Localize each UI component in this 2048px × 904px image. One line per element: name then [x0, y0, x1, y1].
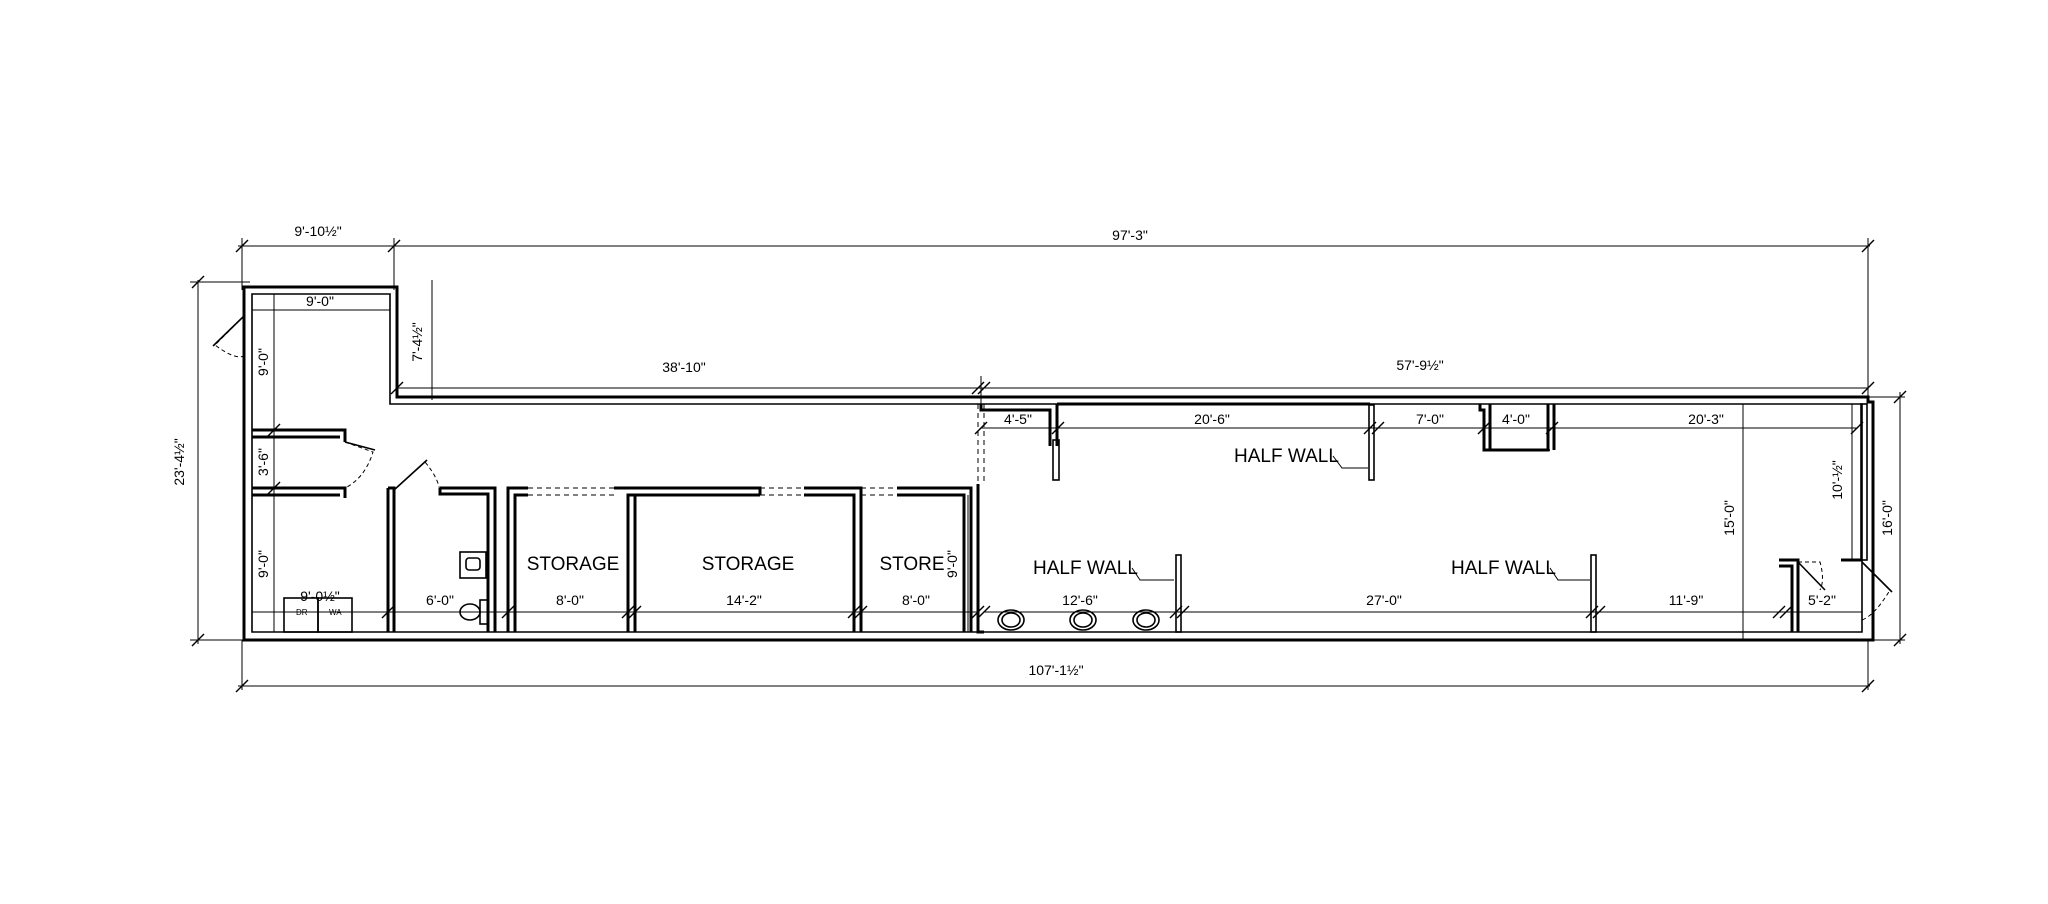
dimension-labels: 9'-10½" 97'-3" 9'-0" 7'-4½" 38'-10" 57'-…	[171, 223, 1895, 678]
room-labels: STORAGE STORAGE STORE	[527, 554, 945, 575]
sink	[459, 551, 487, 579]
dim-room1-width: 9'-0"	[306, 293, 334, 309]
basins	[997, 609, 1160, 631]
dim-corridor-height: 7'-4½"	[409, 322, 425, 362]
dimension-ticks	[191, 239, 1907, 693]
room-storage-1: STORAGE	[527, 554, 620, 575]
dim-right-door-height: 10'-½"	[1829, 460, 1845, 500]
dim-storage1-width: 8'-0"	[556, 592, 584, 608]
interior-walls	[252, 402, 1862, 634]
dim-closet-height: 3'-6"	[255, 448, 271, 476]
dim-store-width: 8'-0"	[902, 592, 930, 608]
dim-store-height: 9'-0"	[944, 550, 960, 578]
dim-bath-width: 6'-0"	[426, 592, 454, 608]
dim-bottom-overall: 107'-1½"	[1028, 662, 1083, 678]
dim-upper-seg-1: 4'-5"	[1004, 411, 1032, 427]
dim-upper-seg-3: 7'-0"	[1416, 411, 1444, 427]
dim-upper-seg-5: 20'-3"	[1688, 411, 1724, 427]
dimension-lines	[190, 238, 1905, 690]
note-half-wall-3: HALF WALL	[1451, 558, 1556, 579]
dim-storage2-width: 14'-2"	[726, 592, 762, 608]
dim-upper-seg-2: 20'-6"	[1194, 411, 1230, 427]
dim-lower-seg-4: 5'-2"	[1808, 592, 1836, 608]
dim-right-overall-height: 16'-0"	[1879, 500, 1895, 536]
dim-room1-height: 9'-0"	[255, 348, 271, 376]
doors	[212, 315, 1893, 621]
dim-lower-seg-1: 12'-6"	[1062, 592, 1098, 608]
dim-overall-height: 23'-4½"	[171, 438, 187, 485]
room-storage-2: STORAGE	[702, 554, 795, 575]
dim-right-inner-height: 15'-0"	[1721, 500, 1737, 536]
dim-room2-height: 9'-0"	[255, 550, 271, 578]
dim-right-wing-length: 57'-9½"	[1396, 357, 1443, 373]
dim-upper-seg-4: 4'-0"	[1502, 411, 1530, 427]
dim-top-overall: 97'-3"	[1112, 227, 1148, 243]
half-walls	[1052, 404, 1597, 633]
dim-top-left-width: 9'-10½"	[294, 223, 341, 239]
washer	[317, 597, 353, 633]
openings	[528, 404, 985, 496]
dim-corridor-length: 38'-10"	[662, 359, 705, 375]
note-half-wall-1: HALF WALL	[1234, 446, 1339, 467]
half-wall-notes: HALF WALL HALF WALL HALF WALL	[1033, 446, 1590, 581]
note-half-wall-2: HALF WALL	[1033, 558, 1138, 579]
room-store: STORE	[879, 554, 944, 575]
dim-lower-seg-2: 27'-0"	[1366, 592, 1402, 608]
dim-lower-seg-3: 11'-9"	[1669, 592, 1704, 608]
dim-laundry-width: 9'-0½"	[300, 588, 340, 604]
